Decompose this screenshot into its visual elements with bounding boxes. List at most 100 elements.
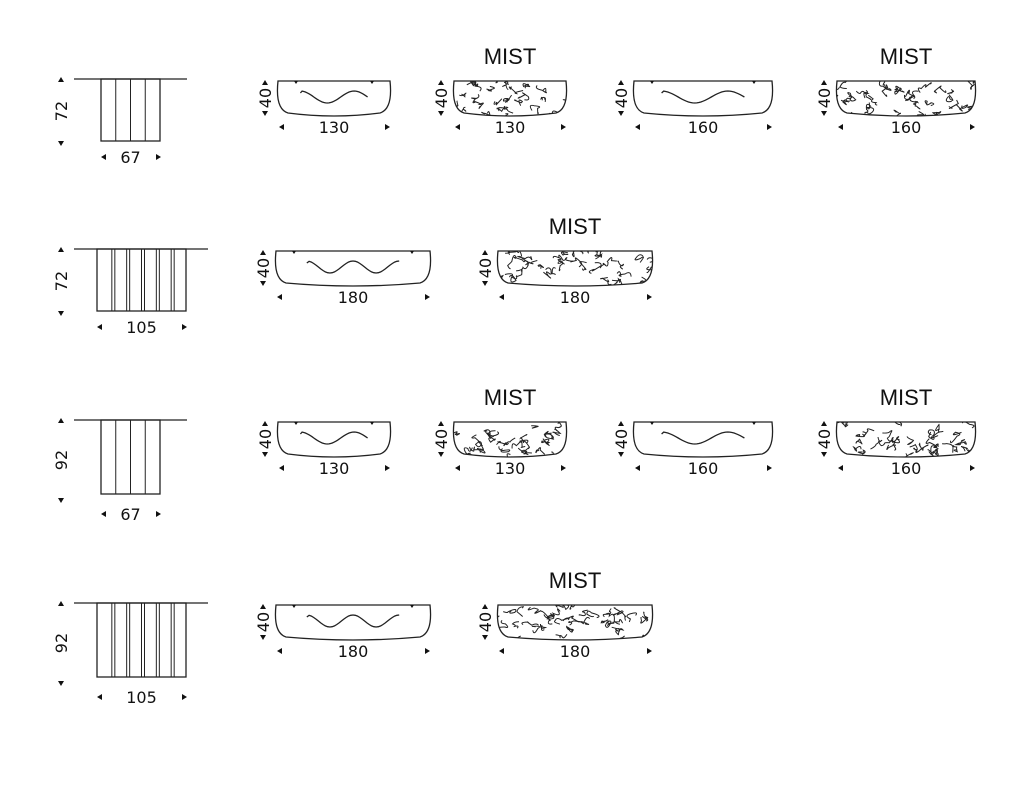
top-depth-label: 40 <box>612 88 631 108</box>
tabletop-outline <box>496 250 654 287</box>
pattern-stroke <box>517 255 533 261</box>
base-height-label: 92 <box>52 633 71 653</box>
pattern-stroke <box>604 620 612 628</box>
pattern-stroke <box>493 98 503 106</box>
arrow-left <box>97 694 102 700</box>
pattern-stroke <box>882 430 893 439</box>
arrow-right <box>561 124 566 130</box>
pattern-stroke <box>529 104 541 115</box>
pattern-stroke <box>917 82 932 93</box>
arrow-up <box>58 77 64 82</box>
base-width-label: 67 <box>120 505 140 524</box>
arrow-left <box>455 465 460 471</box>
pattern-stroke <box>540 96 546 102</box>
arrow-left <box>97 324 102 330</box>
pattern-stroke <box>894 422 903 427</box>
mist-label: MIST <box>549 568 602 593</box>
arrow-down <box>58 681 64 686</box>
pattern-stroke <box>855 438 863 445</box>
top-width-label: 160 <box>688 118 719 137</box>
wave-mark <box>306 260 400 274</box>
pattern-stroke <box>640 616 649 624</box>
arrow-right <box>156 511 161 517</box>
pattern-stroke <box>513 99 524 106</box>
pattern-stroke <box>617 628 625 636</box>
pattern-stroke <box>893 109 901 116</box>
pattern-stroke <box>894 86 902 95</box>
pattern-stroke <box>947 89 955 95</box>
top-depth-label: 40 <box>476 258 495 278</box>
pattern-stroke <box>909 443 918 451</box>
arrow-up <box>260 604 266 609</box>
base-height-label: 92 <box>52 450 71 470</box>
top-width-label: 160 <box>688 459 719 478</box>
pattern-stroke <box>568 620 581 626</box>
pattern-stroke <box>516 261 530 272</box>
pattern-stroke <box>924 100 935 107</box>
pattern-stroke <box>873 81 888 90</box>
pattern-stroke <box>594 251 608 258</box>
pattern-stroke <box>540 610 553 625</box>
pattern-stroke <box>857 449 866 455</box>
arrow-right <box>767 124 772 130</box>
pattern-stroke <box>481 111 491 116</box>
base-height-label: 72 <box>52 101 71 121</box>
arrow-left <box>455 124 460 130</box>
arrow-down <box>618 111 624 116</box>
pattern-stroke <box>634 254 644 263</box>
pattern-stroke <box>617 260 624 270</box>
pattern-stroke <box>928 431 940 440</box>
pattern-stroke <box>535 447 545 455</box>
pattern-stroke <box>558 254 573 262</box>
pattern-stroke <box>471 434 483 447</box>
pattern-stroke <box>505 251 523 257</box>
arrow-left <box>279 465 284 471</box>
arrow-left <box>101 511 106 517</box>
pattern-stroke <box>522 83 531 89</box>
arrow-right <box>561 465 566 471</box>
pattern-stroke <box>599 261 609 269</box>
top-width-label: 160 <box>891 459 922 478</box>
top-depth-label: 40 <box>256 88 275 108</box>
pattern-stroke <box>519 433 530 448</box>
pattern-stroke <box>459 92 467 98</box>
pattern-stroke <box>580 616 591 625</box>
pattern-stroke <box>473 100 484 109</box>
tabletop-outline <box>632 80 774 117</box>
tabletop-outline <box>276 80 392 117</box>
base-side-view: 92 67 <box>52 418 187 524</box>
top-width-label: 180 <box>560 288 591 307</box>
base-width-label: 105 <box>126 318 157 337</box>
top-depth-label: 40 <box>432 429 451 449</box>
top-depth-label: 40 <box>432 88 451 108</box>
arrow-up <box>438 80 444 85</box>
arrow-up <box>260 250 266 255</box>
arrow-left <box>499 648 504 654</box>
pattern-stroke <box>599 277 612 286</box>
arrow-left <box>838 465 843 471</box>
tabletop-outline <box>274 604 432 641</box>
top-width-label: 180 <box>338 288 369 307</box>
arrow-down <box>260 281 266 286</box>
top-depth-label: 40 <box>815 429 834 449</box>
arrow-right <box>156 154 161 160</box>
pattern-stroke <box>600 619 609 624</box>
arrow-down <box>438 452 444 457</box>
pattern-stroke <box>616 271 632 277</box>
arrow-down <box>262 111 268 116</box>
arrow-up <box>821 80 827 85</box>
pattern-stroke <box>497 620 509 629</box>
pattern-stroke <box>565 625 574 633</box>
pattern-stroke <box>505 453 513 457</box>
tabletop-outline <box>835 80 977 117</box>
pattern-stroke <box>942 443 954 453</box>
pattern-stroke <box>906 436 915 446</box>
arrow-up <box>262 80 268 85</box>
pattern-stroke <box>531 625 540 634</box>
pattern-stroke <box>476 447 486 454</box>
